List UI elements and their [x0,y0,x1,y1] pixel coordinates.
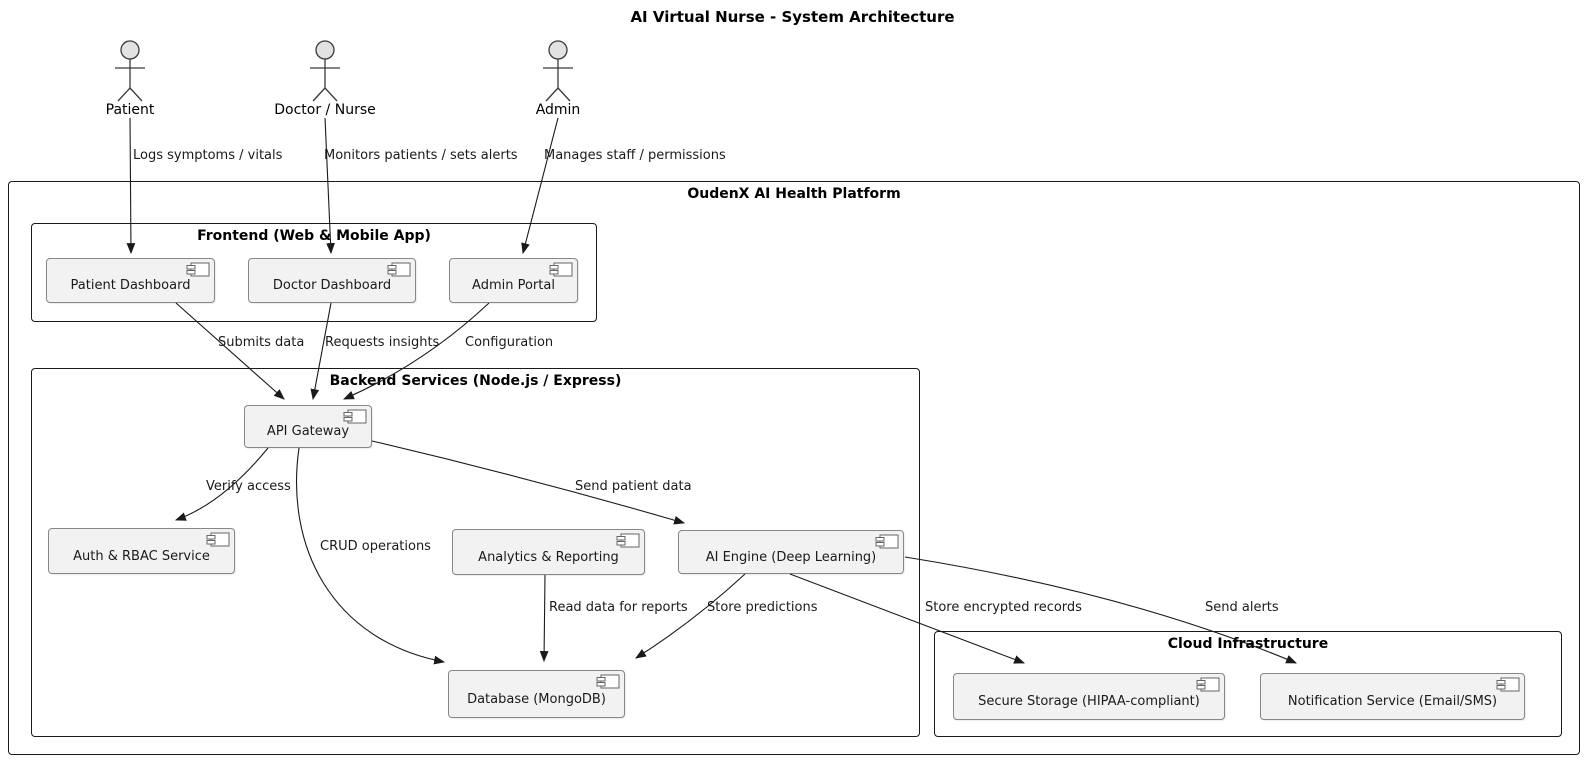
component-icon [547,262,573,282]
component-notification-service: Notification Service (Email/SMS) [1260,673,1525,720]
edge-label-verify-access: Verify access [206,479,291,494]
actor-figure-patient [115,40,145,102]
edge-label-read-data-reports: Read data for reports [549,600,688,615]
component-label: Admin Portal [472,278,555,293]
component-icon [594,674,620,694]
edge-label-monitors-patients: Monitors patients / sets alerts [324,148,518,163]
component-label: Auth & RBAC Service [73,548,210,564]
component-database-mongodb: Database (MongoDB) [448,670,625,718]
component-auth-rbac-service: Auth & RBAC Service [48,528,235,574]
actor-label-patient: Patient [105,102,155,118]
edge-label-manages-staff: Manages staff / permissions [544,148,726,163]
component-label: Database (MongoDB) [467,691,606,707]
component-label: API Gateway [266,424,350,439]
frontend-title: Frontend (Web & Mobile App) [197,228,431,244]
component-label: Analytics & Reporting [478,549,619,565]
component-icon [341,409,367,429]
component-icon [184,262,210,282]
component-label: Secure Storage (HIPAA-compliant) [978,694,1200,709]
edge-label-requests-insights: Requests insights [325,335,440,350]
component-icon [1194,677,1220,697]
diagram-title: AI Virtual Nurse - System Architecture [630,8,955,26]
component-label: Patient Dashboard [70,278,191,293]
edge-label-send-alerts: Send alerts [1205,600,1279,615]
component-doctor-dashboard: Doctor Dashboard [248,258,416,303]
component-label: Doctor Dashboard [272,278,392,293]
platform-box: OudenX AI Health Platform [8,181,1580,755]
backend-title: Backend Services (Node.js / Express) [329,373,622,389]
cloud-title: Cloud Infrastructure [1167,636,1329,652]
component-icon [614,533,640,553]
component-admin-portal: Admin Portal [449,258,578,303]
edge-label-store-encrypted: Store encrypted records [925,600,1082,615]
component-icon [1494,677,1520,697]
actor-label-doctor-nurse: Doctor / Nurse [274,102,376,118]
edge-label-send-patient-data: Send patient data [575,479,692,494]
component-icon [385,262,411,282]
edge-label-crud-operations: CRUD operations [320,539,431,554]
edge-label-store-predictions: Store predictions [707,600,818,615]
edge-label-submits-data: Submits data [218,335,305,350]
actor-figure-doctor-nurse [310,40,340,102]
component-analytics-reporting: Analytics & Reporting [452,529,645,575]
actor-figure-admin [543,40,573,102]
component-icon [873,534,899,554]
component-label: AI Engine (Deep Learning) [705,549,877,565]
actor-label-admin: Admin [535,102,581,118]
component-api-gateway: API Gateway [244,405,372,448]
edge-label-logs-symptoms: Logs symptoms / vitals [133,148,283,163]
edge-label-configuration: Configuration [465,335,554,350]
platform-title: OudenX AI Health Platform [687,186,901,202]
component-label: Notification Service (Email/SMS) [1287,694,1498,709]
component-secure-storage: Secure Storage (HIPAA-compliant) [953,673,1225,720]
component-icon [204,532,230,552]
component-patient-dashboard: Patient Dashboard [46,258,215,303]
component-ai-engine: AI Engine (Deep Learning) [678,530,904,574]
